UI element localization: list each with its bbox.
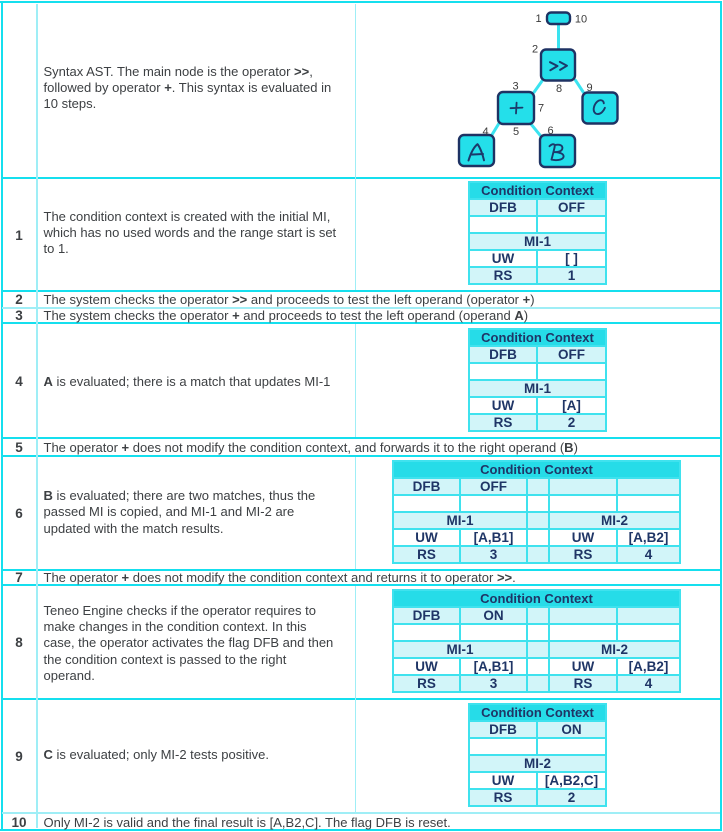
svg-text:6: 6 (547, 125, 553, 137)
svg-text:4: 4 (482, 126, 488, 138)
svg-text:5: 5 (513, 126, 519, 138)
svg-text:3: 3 (512, 81, 518, 93)
svg-text:2: 2 (532, 44, 538, 56)
svg-text:1: 1 (535, 13, 541, 25)
svg-text:7: 7 (538, 103, 544, 115)
svg-text:8: 8 (556, 83, 562, 95)
svg-text:10: 10 (575, 14, 587, 26)
svg-text:9: 9 (586, 82, 592, 94)
